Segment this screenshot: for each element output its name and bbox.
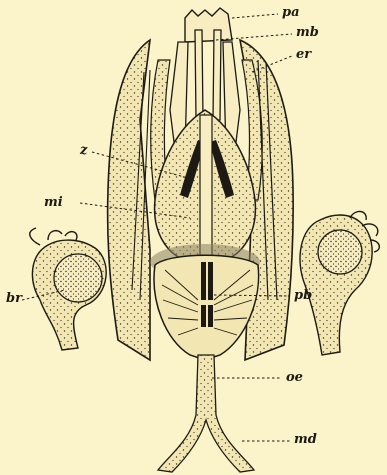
label-br: br <box>6 292 22 305</box>
oesophagus-stipple <box>158 355 254 472</box>
label-oe: oe <box>286 371 303 384</box>
bulb-canal-upper <box>201 262 206 300</box>
label-er: er <box>296 48 311 61</box>
right-cyst-stipple <box>318 230 362 274</box>
label-mb: mb <box>296 26 319 39</box>
label-md: md <box>294 433 317 446</box>
left-cyst-stipple <box>54 254 102 302</box>
label-pa: pa <box>282 6 300 19</box>
label-pb: pb <box>294 289 312 302</box>
bulb-canal-upper-r <box>208 262 213 300</box>
label-z: z <box>80 144 87 157</box>
label-mi: mi <box>44 196 63 209</box>
pharyngeal-bulb <box>154 255 259 360</box>
bulb-canal-lower-r <box>208 305 213 327</box>
bulb-canal-lower <box>201 305 206 327</box>
central-canal <box>200 115 212 265</box>
papilla-crown <box>185 8 232 42</box>
